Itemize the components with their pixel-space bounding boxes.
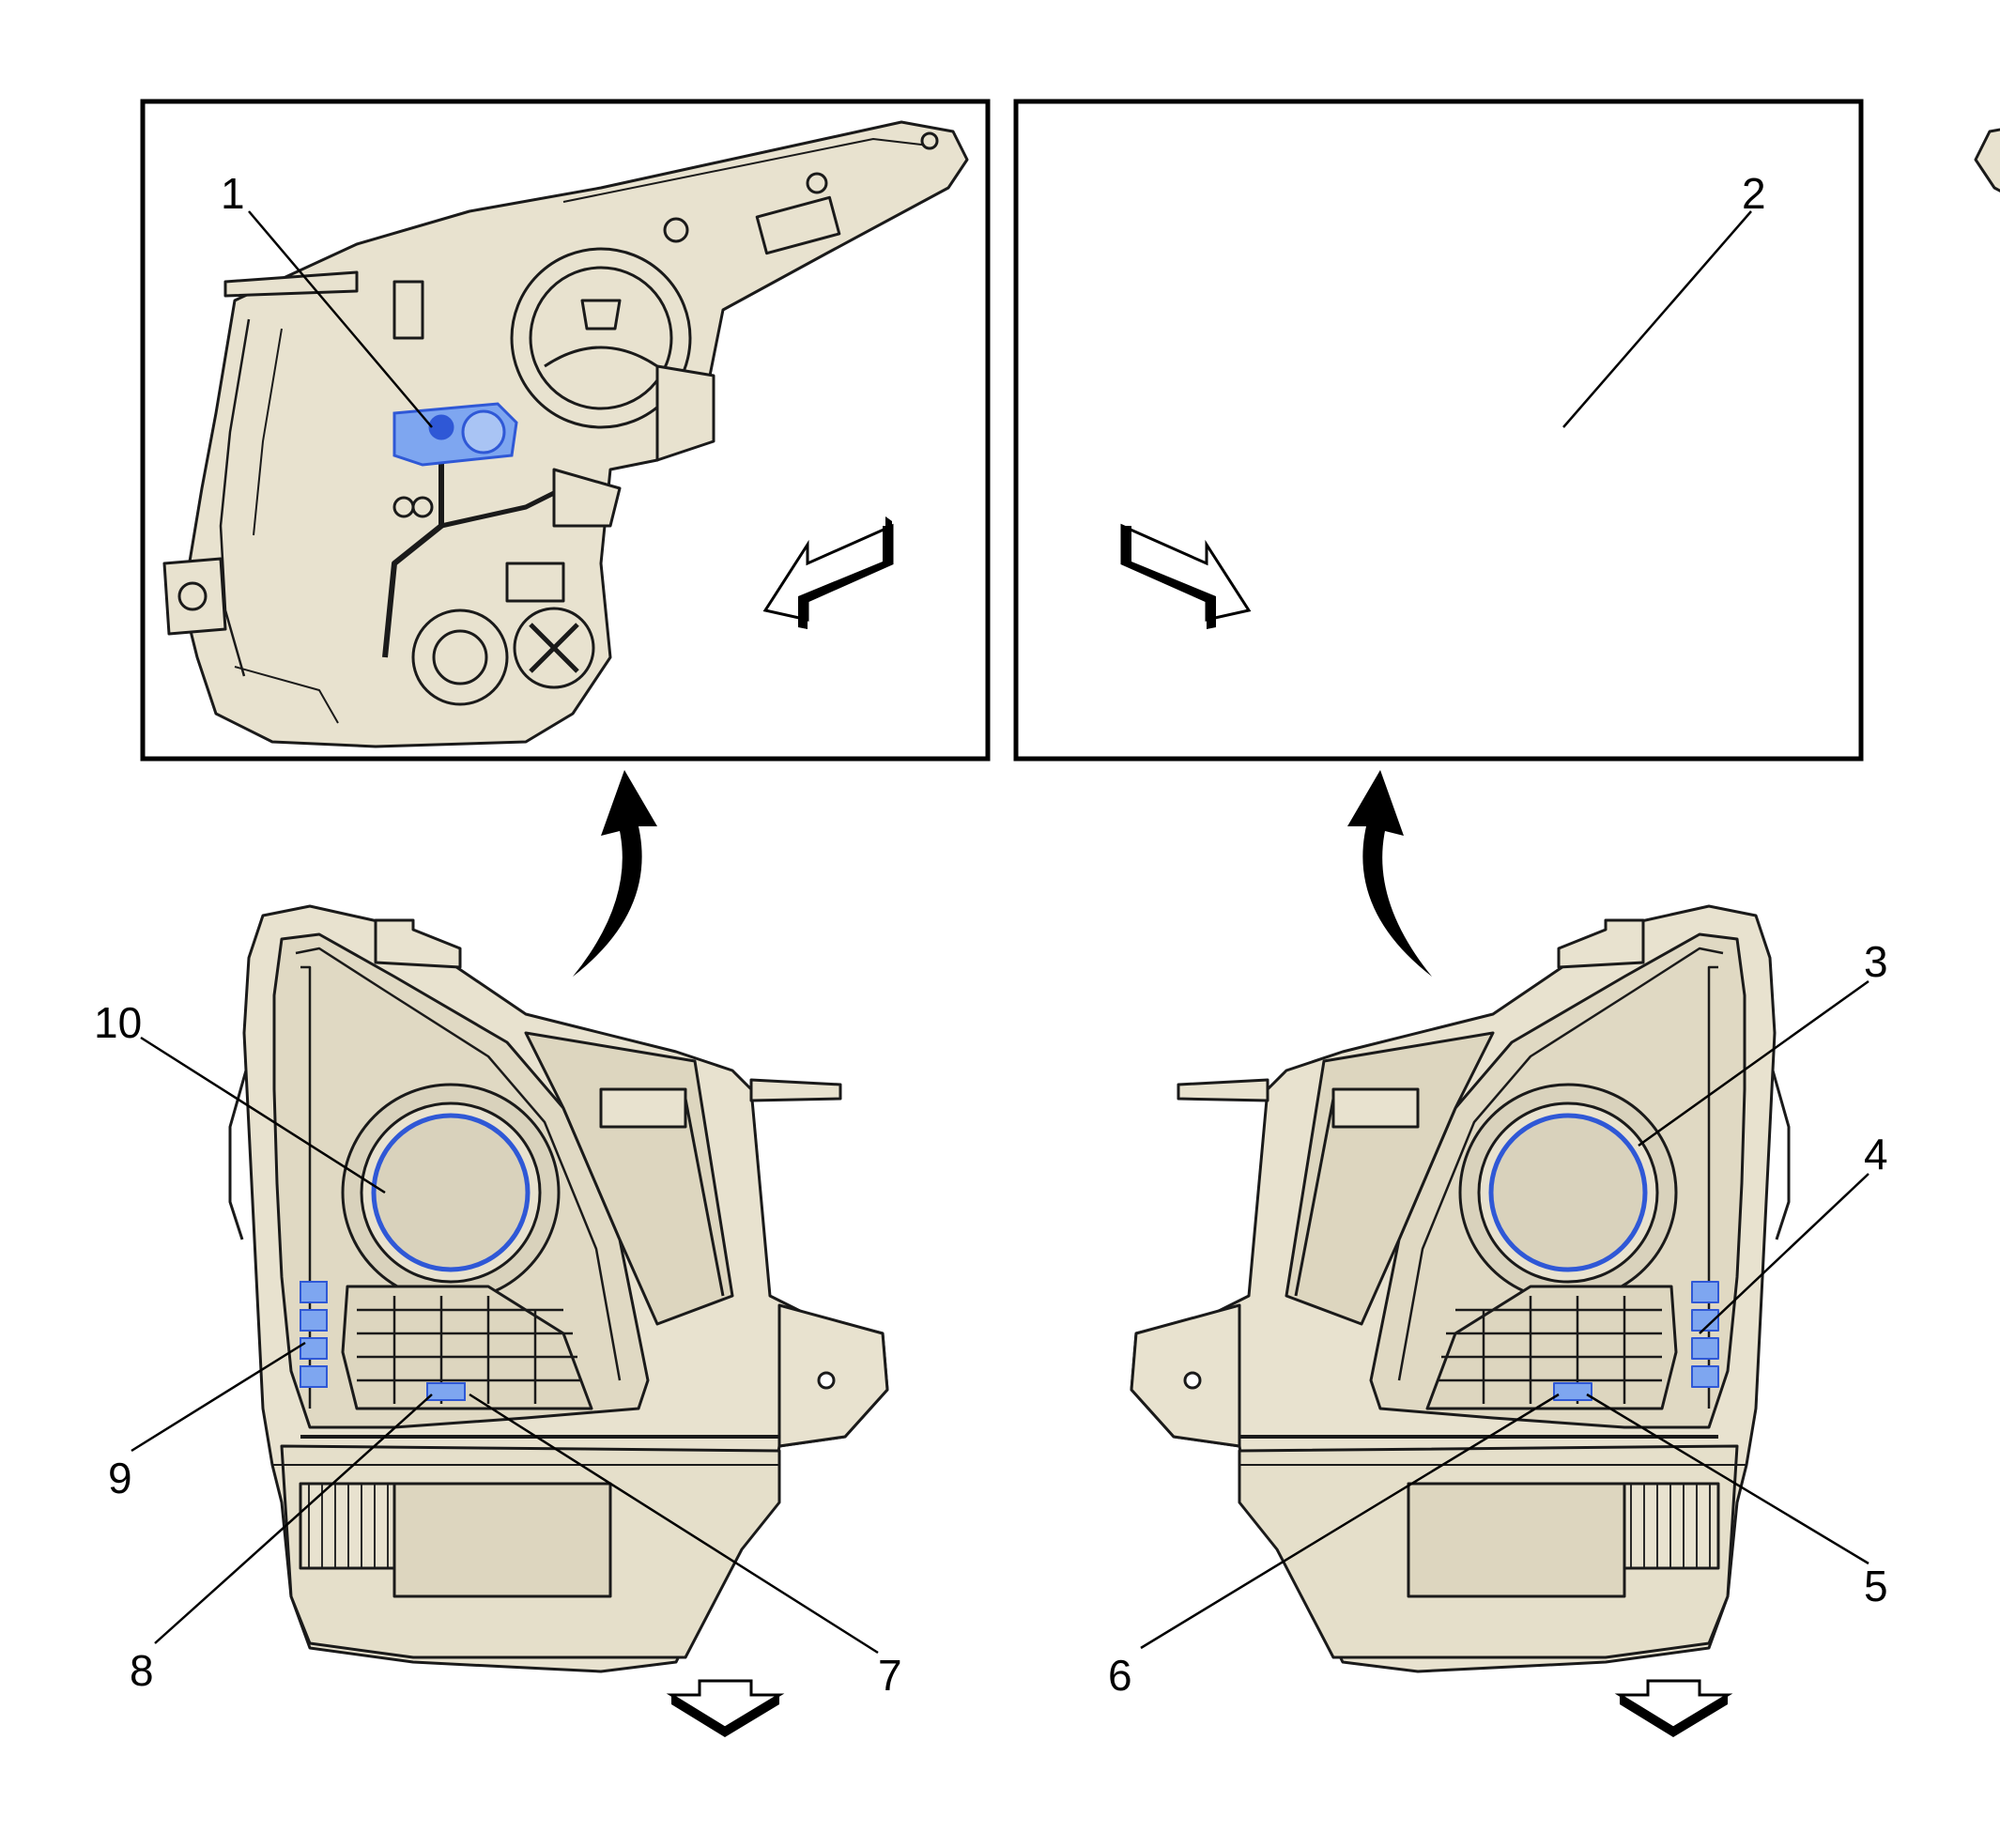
leader-line-3 — [1638, 979, 1869, 1147]
highlighted-led-strip-9 — [300, 1281, 328, 1388]
leader-line-10 — [140, 1036, 386, 1194]
headlamp-rear-view-left — [162, 120, 969, 748]
forward-direction-arrow-icon-left — [762, 516, 894, 629]
forward-direction-arrow-icon-right — [1120, 523, 1252, 629]
callout-labels: 1 2 3 4 5 6 7 8 9 10 — [94, 169, 1888, 1700]
leader-line-2 — [1562, 210, 1752, 428]
leader-line-8 — [154, 1394, 433, 1644]
leader-line-4 — [1699, 1173, 1869, 1334]
top-right-inset — [1013, 99, 2000, 762]
down-arrow-icon-right — [1614, 1679, 1733, 1737]
rotate-arrow-icon-right — [1347, 770, 1432, 977]
headlamp-front-view-left — [228, 904, 889, 1673]
callout-7: 7 — [878, 1651, 902, 1700]
callout-5: 5 — [1864, 1562, 1888, 1610]
callout-10: 10 — [94, 998, 142, 1047]
callout-1: 1 — [221, 169, 245, 218]
leader-line-9 — [131, 1341, 306, 1453]
callout-2: 2 — [1742, 169, 1766, 218]
callout-3: 3 — [1864, 937, 1888, 986]
callout-8: 8 — [130, 1646, 154, 1695]
callout-9: 9 — [108, 1454, 132, 1502]
highlighted-component-1 — [392, 402, 518, 467]
down-arrow-icon-left — [666, 1679, 785, 1737]
headlamp-rear-view-right — [1974, 128, 2000, 192]
highlighted-lens-10 — [371, 1113, 531, 1272]
inset-frame — [1013, 99, 1864, 762]
highlighted-led-8-7 — [426, 1382, 466, 1401]
headlamp-front-view-right — [1130, 904, 1791, 1673]
callout-4: 4 — [1864, 1130, 1888, 1178]
callout-6: 6 — [1108, 1651, 1132, 1700]
top-left-inset — [140, 99, 991, 762]
leader-line-7 — [469, 1393, 879, 1655]
rotate-arrow-icon-left — [573, 770, 657, 977]
leader-line-5 — [1586, 1393, 1869, 1565]
leader-line-6 — [1140, 1393, 1560, 1650]
leader-line-1 — [248, 210, 433, 428]
leader-lines — [131, 210, 1869, 1655]
